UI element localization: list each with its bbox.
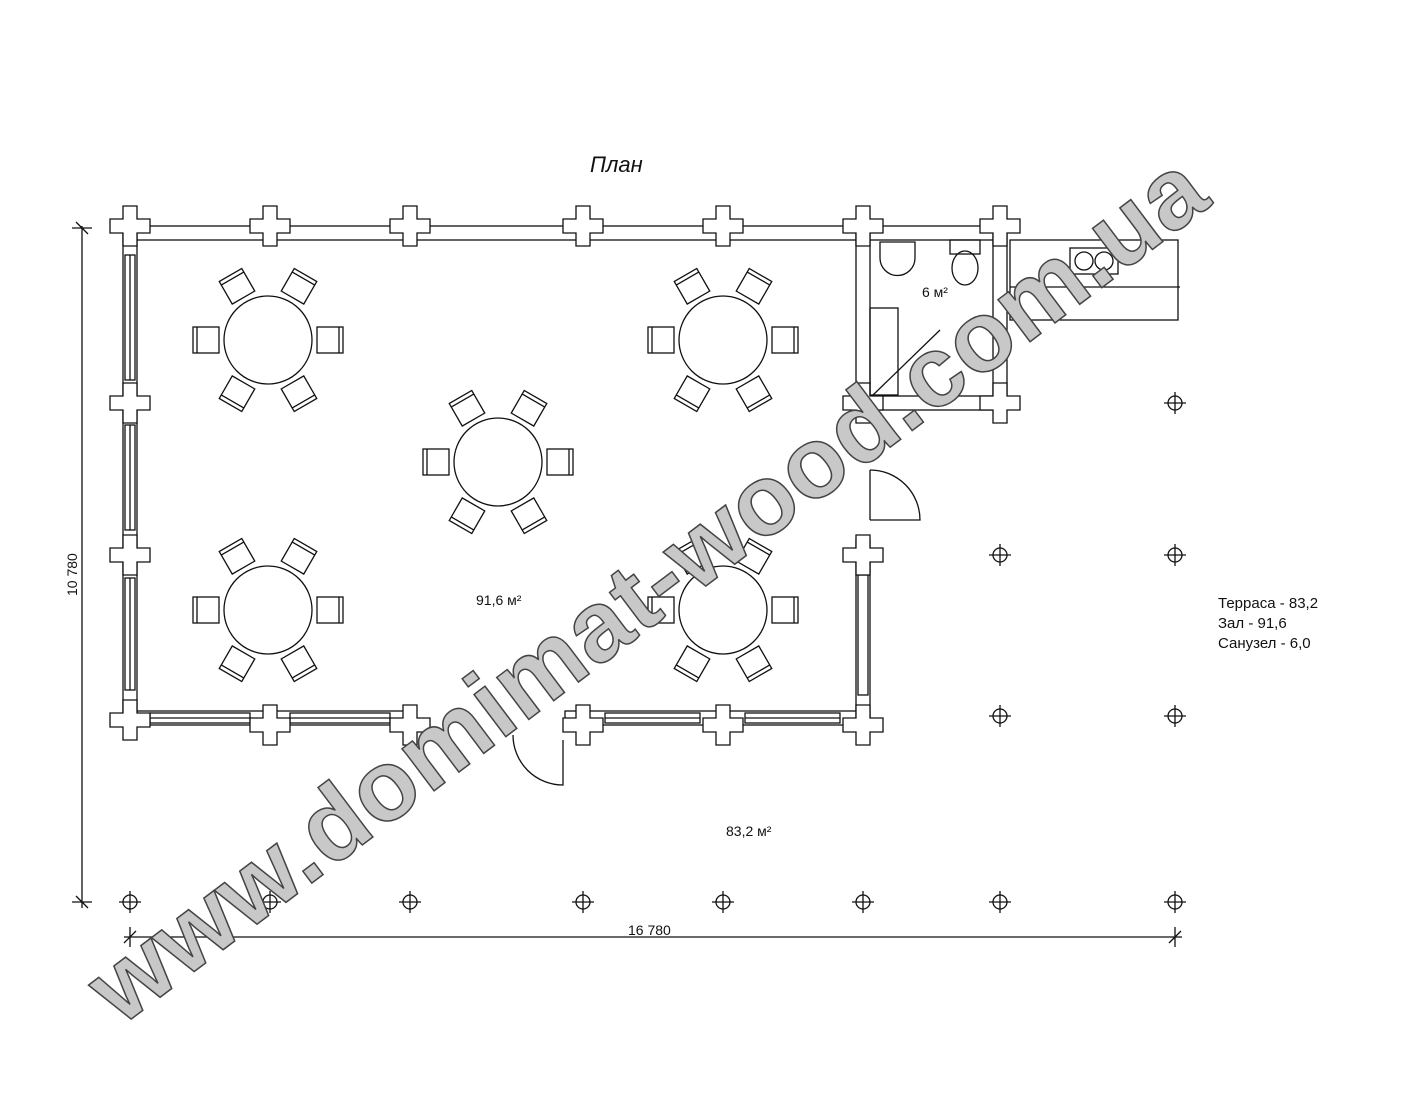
log-post	[979, 205, 1021, 247]
log-post	[109, 382, 151, 424]
column-axis	[1164, 544, 1186, 566]
terrace-area-label: 83,2 м²	[726, 823, 772, 839]
dimension-ticks	[72, 221, 92, 909]
log-post	[842, 205, 884, 247]
log-post	[389, 704, 431, 746]
burner-icon	[1094, 251, 1114, 271]
log-post	[842, 382, 884, 424]
column-axis	[572, 891, 594, 913]
chair	[510, 389, 548, 427]
column-axis	[399, 891, 421, 913]
log-post	[842, 534, 884, 576]
column-axis	[852, 891, 874, 913]
chair	[218, 645, 256, 683]
toilet-bowl-icon	[951, 250, 979, 286]
chair	[218, 375, 256, 413]
chair	[280, 375, 318, 413]
chair	[546, 448, 574, 476]
round-table	[678, 565, 768, 655]
chair	[673, 267, 711, 305]
height-dimension-label: 10 780	[64, 553, 80, 596]
chair	[280, 645, 318, 683]
area-legend: Терраса - 83,2 Зал - 91,6 Санузел - 6,0	[1218, 594, 1318, 654]
round-table	[453, 417, 543, 507]
hall-area-label: 91,6 м²	[476, 592, 522, 608]
chair	[448, 497, 486, 535]
chair	[771, 326, 799, 354]
chair	[448, 389, 486, 427]
chair	[735, 645, 773, 683]
log-post	[979, 382, 1021, 424]
log-post	[702, 704, 744, 746]
chair	[673, 537, 711, 575]
column-axis	[712, 891, 734, 913]
log-post	[702, 205, 744, 247]
shower-icon	[869, 307, 899, 396]
chair	[673, 375, 711, 413]
log-post	[389, 205, 431, 247]
width-dimension-label: 16 780	[628, 922, 671, 938]
log-post	[842, 704, 884, 746]
plan-title: План	[590, 152, 643, 177]
chair	[735, 375, 773, 413]
column-axis	[1164, 891, 1186, 913]
chair	[673, 645, 711, 683]
stove-icon	[1069, 247, 1119, 275]
column-axis	[1164, 705, 1186, 727]
chair	[218, 267, 256, 305]
log-post	[109, 534, 151, 576]
sink-icon	[879, 241, 916, 277]
bathroom-door	[872, 329, 941, 396]
chair	[647, 326, 675, 354]
log-post	[109, 699, 151, 741]
chair	[735, 537, 773, 575]
round-table	[223, 565, 313, 655]
log-post	[562, 205, 604, 247]
window	[857, 574, 869, 696]
chair	[280, 267, 318, 305]
column-axis	[119, 891, 141, 913]
log-post	[249, 704, 291, 746]
chair	[192, 326, 220, 354]
log-post	[562, 704, 604, 746]
chair	[218, 537, 256, 575]
kitchen-counter	[1009, 239, 1179, 321]
dimension-ticks	[123, 927, 1182, 947]
chair	[735, 267, 773, 305]
bathroom-area-label: 6 м²	[922, 284, 948, 300]
chair	[192, 596, 220, 624]
column-axis	[989, 705, 1011, 727]
chair	[510, 497, 548, 535]
door-swing	[512, 734, 564, 786]
column-axis	[989, 891, 1011, 913]
column-axis	[1164, 392, 1186, 414]
round-table	[678, 295, 768, 385]
legend-hall: Зал - 91,6	[1218, 615, 1287, 632]
column-axis	[259, 891, 281, 913]
chair	[422, 448, 450, 476]
log-post	[109, 205, 151, 247]
legend-terrace: Терраса - 83,2	[1218, 595, 1319, 612]
door-swing	[869, 469, 921, 521]
toilet-tank-icon	[949, 239, 981, 255]
chair	[316, 596, 344, 624]
legend-bathroom: Санузел - 6,0	[1218, 635, 1311, 652]
log-post	[249, 205, 291, 247]
column-axis	[989, 544, 1011, 566]
chair	[771, 596, 799, 624]
round-table	[223, 295, 313, 385]
chair	[647, 596, 675, 624]
burner-icon	[1074, 251, 1094, 271]
chair	[280, 537, 318, 575]
chair	[316, 326, 344, 354]
